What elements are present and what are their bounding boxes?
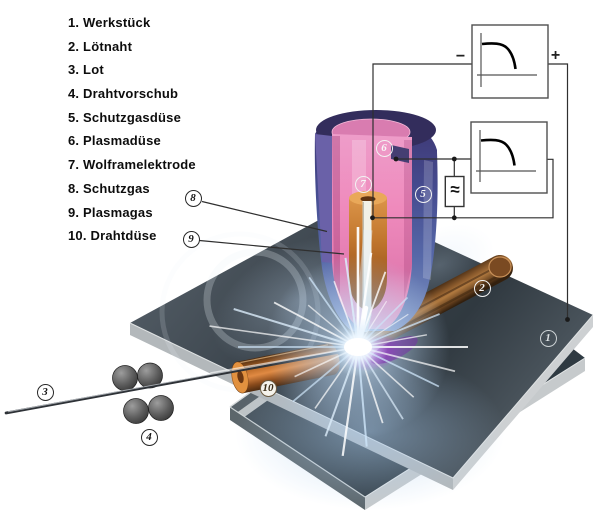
seam-end-cap: [488, 256, 512, 278]
circuit-junctions: [370, 156, 570, 322]
main-power-source-box: [471, 24, 549, 99]
legend-item-schutzgasduese: 5. Schutzgasdüse: [68, 110, 182, 125]
junction-hf-bottom: [451, 215, 457, 221]
wire-nozzle-bore: [237, 370, 244, 384]
leader-line-shield-gas: [201, 200, 328, 233]
marker-workpiece: 1: [539, 329, 557, 347]
junction-workpiece: [565, 317, 570, 322]
pilot-power-source-axes: [476, 130, 536, 182]
pilot-power-source: [470, 121, 548, 194]
legend-item-werkstueck: 1. Werkstück: [68, 15, 151, 30]
shield-nozzle-cut-face: [315, 134, 332, 263]
legend-item-schutzgas: 8. Schutzgas: [68, 181, 150, 196]
legend-item-drahtduese: 10. Drahtdüse: [68, 228, 157, 243]
marker-plasma-gas: 9: [182, 230, 200, 248]
main-power-source-curve: [481, 42, 517, 70]
feed-roller: [112, 365, 138, 391]
leader-line-plasma-gas: [199, 239, 345, 255]
junction-electrode: [370, 215, 375, 221]
minus-polarity-label: −: [455, 48, 466, 65]
wire-workpiece-positive: [548, 63, 569, 320]
legend-item-plasmaduese: 6. Plasmadüse: [68, 133, 161, 148]
marker-solder-seam: 2: [473, 279, 491, 297]
plus-polarity-label: +: [550, 47, 561, 64]
marker-shield-nozzle: 5: [414, 185, 432, 203]
legend-item-lot: 3. Lot: [68, 62, 104, 77]
hf-ignition-box: [444, 175, 465, 208]
legend-item-loetnaht: 2. Lötnaht: [68, 39, 133, 54]
feed-roller: [123, 398, 149, 424]
plasma-arc: [209, 227, 468, 457]
marker-electrode: 7: [354, 175, 372, 193]
arc-hot-spot: [344, 338, 372, 356]
wire-electrode-negative: [372, 63, 472, 218]
junction-hf-top: [451, 156, 457, 162]
feed-roller: [148, 395, 174, 421]
marker-solder-wire: 3: [36, 383, 54, 401]
legend-item-wolframelektrode: 7. Wolframelektrode: [68, 157, 196, 172]
pilot-power-source-curve: [480, 138, 516, 166]
marker-wire-feed: 4: [140, 428, 158, 446]
pilot-power-source-box: [470, 121, 548, 194]
wire-pilot-return: [372, 158, 554, 219]
legend-item-drahtvorschub: 4. Drahtvorschub: [68, 86, 179, 101]
electrode-holder-bore: [360, 196, 376, 202]
plasma-nozzle-shade-right: [404, 140, 412, 300]
hf-ignition-symbol: ≈: [450, 180, 459, 199]
junction-plasma-nozzle: [393, 156, 399, 162]
wire-feed-rollers: [112, 362, 174, 424]
main-power-source-axes: [477, 33, 537, 87]
main-power-source: [471, 24, 549, 99]
marker-plasma-nozzle: 6: [375, 139, 393, 157]
legend-item-plasmagas: 9. Plasmagas: [68, 205, 153, 220]
marker-shield-gas: 8: [184, 189, 202, 207]
circuit: [372, 63, 569, 320]
marker-wire-nozzle: 10: [259, 379, 277, 397]
